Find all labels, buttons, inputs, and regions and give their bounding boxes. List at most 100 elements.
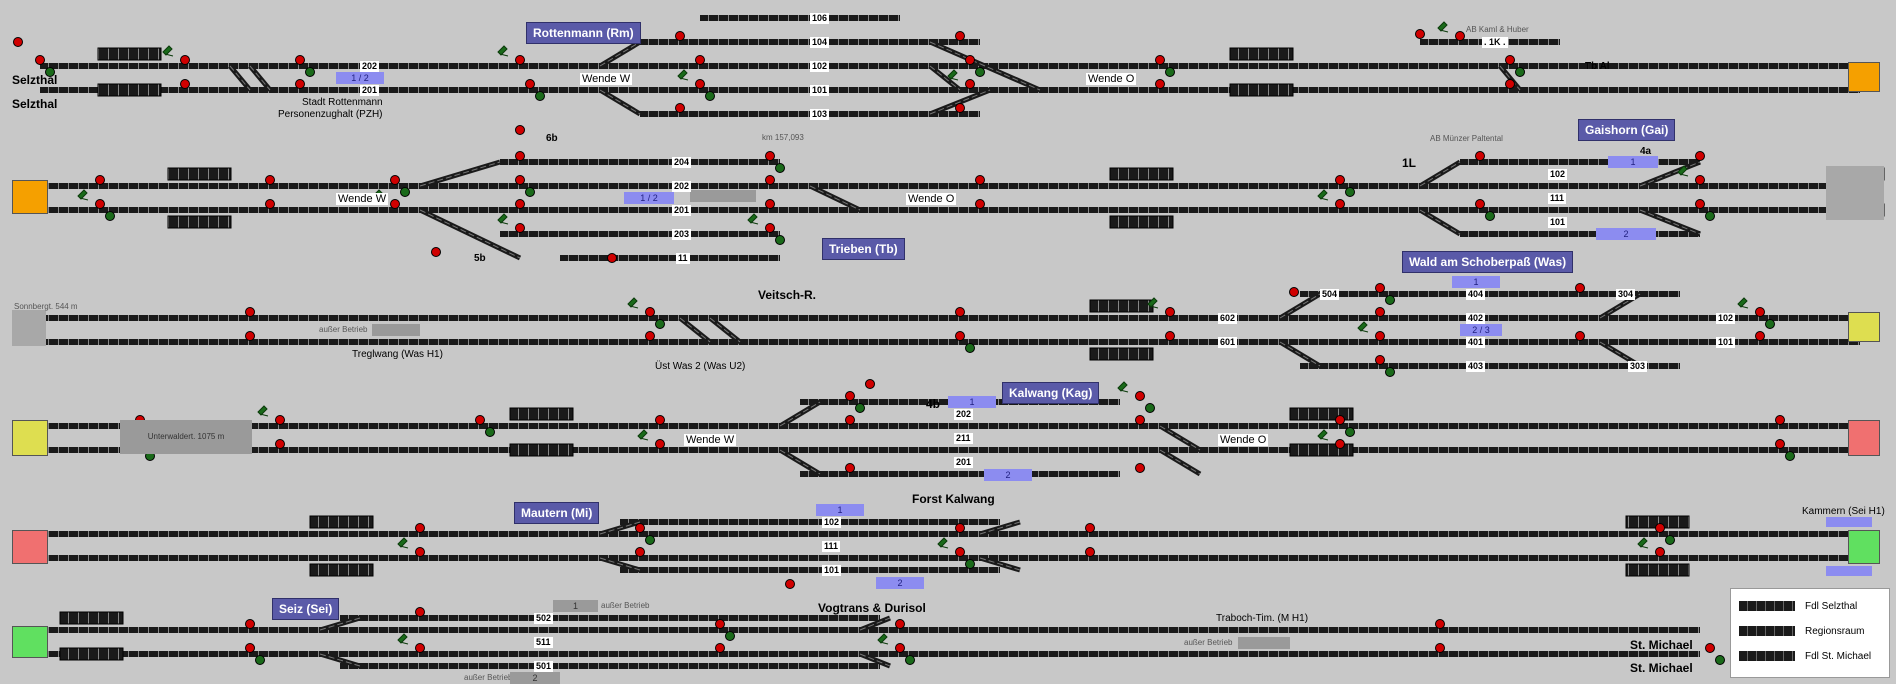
track-103[interactable]: 103 [810,109,830,120]
track-403[interactable]: 403 [1466,361,1486,372]
track-segment [340,663,880,669]
track-111-f[interactable]: 111 [822,541,841,552]
edge-box-wald-right[interactable] [1848,312,1880,342]
track-602[interactable]: 602 [1218,313,1238,324]
block-box-b1[interactable]: 1 / 2 [336,72,384,84]
signal-red-icon [245,331,255,341]
block-box-b3[interactable]: 1 [1608,156,1658,168]
track-102-a[interactable]: 102 [810,61,830,72]
track-segment [40,339,1860,345]
block-box-kammern-2[interactable] [1826,566,1872,576]
block-box-b5[interactable]: 1 [1452,276,1500,288]
signal-red-icon [515,223,525,233]
track-101-c[interactable]: 101 [1548,217,1568,228]
signal-red-icon [645,331,655,341]
track-502[interactable]: 502 [534,613,554,624]
track-switch-dash [1419,209,1461,235]
track-511[interactable]: 511 [534,637,553,648]
signal-green-icon [705,91,715,101]
track-101-f[interactable]: 101 [822,565,842,576]
block-indicator [167,215,232,229]
track-102-d[interactable]: 102 [1716,313,1736,324]
track-102-c[interactable]: 102 [1548,169,1568,180]
lever-icon [1317,189,1329,201]
track-104[interactable]: 104 [810,37,830,48]
signal-green-icon [775,235,785,245]
signal-red-icon [475,415,485,425]
track-402[interactable]: 402 [1466,313,1486,324]
track-401[interactable]: 401 [1466,337,1486,348]
track-202-b[interactable]: 202 [672,181,692,192]
track-201-b[interactable]: 201 [672,205,692,216]
track-switch-dash [599,41,641,67]
place-1l: 1L [1402,156,1417,170]
station-trieben[interactable]: Trieben (Tb) [822,238,905,260]
block-indicator [59,647,124,661]
station-kalwang[interactable]: Kalwang (Kag) [1002,382,1100,404]
track-303[interactable]: 303 [1628,361,1648,372]
signal-green-icon [655,319,665,329]
block-box-b2[interactable]: 1 / 2 [624,192,674,204]
signal-green-icon [725,631,735,641]
lever-icon [497,213,509,225]
signal-red-icon [955,547,965,557]
block-box-b8[interactable]: 2 [984,469,1032,481]
edge-box-selzthal-left[interactable] [12,180,48,214]
track-segment [620,519,1000,525]
track-1k[interactable]: . 1K . [1482,37,1508,48]
station-mautern[interactable]: Mautern (Mi) [514,502,600,524]
track-111-c[interactable]: 111 [1548,193,1567,204]
track-switch-dash [809,185,861,211]
ausser-box-1 [372,324,420,336]
track-segment [700,15,900,21]
track-106[interactable]: 106 [810,13,830,24]
track-101-d[interactable]: 101 [1716,337,1736,348]
block-box-b7[interactable]: 1 [948,396,996,408]
block-box-b10[interactable]: 2 [876,577,924,589]
edge-box-kalwang-left[interactable] [12,420,48,456]
signal-red-icon [95,175,105,185]
panel-left-treglwang [12,310,46,346]
wende-w-3: Wende W [684,434,737,446]
edge-box-seiz-left[interactable] [12,626,48,658]
track-501[interactable]: 501 [534,661,554,672]
edge-box-kalwang-right[interactable] [1848,420,1880,456]
track-102-f[interactable]: 102 [822,517,842,528]
track-201-a[interactable]: 201 [360,85,380,96]
signal-red-icon [1435,619,1445,629]
track-404[interactable]: 404 [1466,289,1486,300]
track-204-b[interactable]: 204 [672,157,692,168]
track-504[interactable]: 504 [1320,289,1340,300]
edge-box-selzthal-right[interactable] [1848,62,1880,92]
track-304[interactable]: 304 [1616,289,1636,300]
track-211-e[interactable]: 211 [954,433,973,444]
track-201-e[interactable]: 201 [954,457,974,468]
station-gaishorn[interactable]: Gaishorn (Gai) [1578,119,1676,141]
track-switch-dash [599,521,641,535]
block-indicator [1089,347,1154,361]
track-11[interactable]: 11 [676,253,690,264]
edge-box-mautern-left[interactable] [12,530,48,564]
edge-box-mautern-right[interactable] [1848,530,1880,564]
track-101-a[interactable]: 101 [810,85,830,96]
lever-icon [397,537,409,549]
signal-red-icon [390,199,400,209]
signal-red-icon [675,31,685,41]
signal-green-icon [1385,295,1395,305]
block-box-b6[interactable]: 2 / 3 [1460,324,1502,336]
block-indicator [1229,47,1294,61]
block-box-b4[interactable]: 2 [1596,228,1656,240]
block-box-kammern-1[interactable] [1826,517,1872,527]
track-202-a[interactable]: 202 [360,61,380,72]
track-203-b[interactable]: 203 [672,229,692,240]
signal-red-icon [1695,151,1705,161]
station-rottenmann[interactable]: Rottenmann (Rm) [526,22,641,44]
track-202-e[interactable]: 202 [954,409,974,420]
lever-icon [1737,297,1749,309]
track-601[interactable]: 601 [1218,337,1238,348]
station-seiz[interactable]: Seiz (Sei) [272,598,340,620]
block-box-b9[interactable]: 1 [816,504,864,516]
station-wald[interactable]: Wald am Schoberpaß (Was) [1402,251,1574,273]
signal-red-icon [1135,391,1145,401]
track-switch-dash [1159,449,1201,475]
